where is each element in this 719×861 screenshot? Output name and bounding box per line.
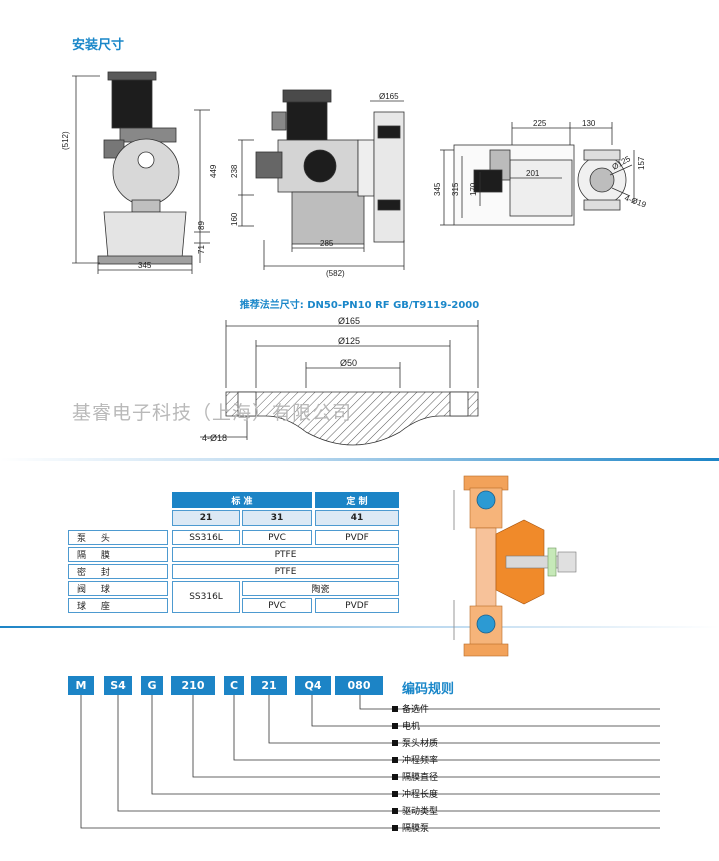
pump-head-cross-section (453, 475, 577, 657)
flange-bolt-holes: 4-Ø18 (202, 433, 227, 443)
cell-valve-ball-ss316l: SS316L (172, 581, 240, 613)
dim-front-height-71: 71 (197, 245, 206, 254)
code-q4: Q4 (295, 676, 331, 695)
front-view-drawing (97, 71, 193, 265)
legend-bullet (392, 756, 398, 763)
dim-side-width-285: 285 (320, 239, 334, 248)
cell-pump-head-21: SS316L (172, 530, 240, 545)
code-210: 210 (171, 676, 215, 695)
side-view-drawing (255, 89, 405, 245)
flange-dim-125: Ø125 (338, 336, 360, 346)
legend-bullet (392, 824, 398, 831)
code-g: G (141, 676, 163, 695)
subheader-21: 21 (172, 510, 240, 526)
legend-stroke-length: 冲程长度 (392, 787, 438, 800)
top-view-drawing (453, 144, 627, 226)
dim-top-width-130: 130 (582, 119, 596, 128)
dim-top-bolt-holes: 4-Ø19 (623, 193, 647, 209)
legend-diaphragm-diameter: 隔膜直径 (392, 770, 438, 783)
code-21: 21 (251, 676, 287, 695)
dim-top-width-225: 225 (533, 119, 547, 128)
dim-top-height-315: 315 (451, 182, 460, 196)
dim-top-width-201: 201 (526, 169, 540, 178)
header-custom: 定 制 (315, 492, 399, 508)
dim-top-height-157: 157 (637, 156, 646, 170)
legend-optional-parts: 备选件 (392, 702, 429, 715)
flange-dim-165: Ø165 (338, 316, 360, 326)
legend-bullet (392, 807, 398, 814)
legend-pump-head-material: 泵头材质 (392, 736, 438, 749)
subheader-31: 31 (242, 510, 312, 526)
legend-bullet (392, 705, 398, 712)
legend-bullet (392, 773, 398, 780)
flange-drawing: Ø165 Ø125 Ø50 4-Ø18 (200, 316, 479, 446)
cell-ball-seat-41: PVDF (315, 598, 399, 613)
row-label-valve-ball: 阀 球 (68, 581, 168, 596)
dim-side-diameter-165: Ø165 (379, 92, 399, 101)
legend-diaphragm-pump: 隔膜泵 (392, 821, 429, 834)
flange-dim-50: Ø50 (340, 358, 357, 368)
coding-rule-title: 编码规则 (402, 682, 455, 697)
cell-valve-ball-ceramic: 陶瓷 (242, 581, 399, 596)
cell-diaphragm: PTFE (172, 547, 399, 562)
section-divider-top (0, 458, 719, 461)
dim-top-height-345: 345 (433, 182, 442, 196)
section-title: 安装尺寸 (72, 38, 125, 53)
coding-leader-lines (80, 695, 660, 829)
section-divider-bottom (0, 626, 719, 628)
cell-seal: PTFE (172, 564, 399, 579)
legend-drive-type: 驱动类型 (392, 804, 438, 817)
row-label-diaphragm: 隔 膜 (68, 547, 168, 562)
code-s4: S4 (104, 676, 132, 695)
legend-motor: 电机 (392, 719, 420, 732)
dim-front-height-449: 449 (209, 164, 218, 178)
company-watermark: 基睿电子科技（上海）有限公司 (72, 402, 353, 424)
dim-side-height-238: 238 (230, 164, 239, 178)
code-c: C (224, 676, 244, 695)
subheader-41: 41 (315, 510, 399, 526)
cell-ball-seat-31: PVC (242, 598, 312, 613)
dim-top-height-170: 170 (469, 182, 478, 196)
installation-drawings: (512) 449 89 71 345 Ø165 238 160 285 (58… (61, 71, 648, 278)
code-m: M (68, 676, 94, 695)
legend-bullet (392, 722, 398, 729)
code-080: 080 (335, 676, 383, 695)
header-standard: 标 准 (172, 492, 312, 508)
row-label-pump-head: 泵 头 (68, 530, 168, 545)
row-label-ball-seat: 球 座 (68, 598, 168, 613)
cell-pump-head-41: PVDF (315, 530, 399, 545)
dim-front-width-345: 345 (138, 261, 152, 270)
dim-front-height-512: (512) (61, 131, 70, 150)
legend-stroke-frequency: 冲程频率 (392, 753, 438, 766)
flange-title: 推荐法兰尺寸: DN50-PN10 RF GB/T9119-2000 (239, 300, 480, 311)
legend-bullet (392, 739, 398, 746)
legend-bullet (392, 790, 398, 797)
dim-side-width-582: (582) (326, 269, 345, 278)
dim-side-height-160: 160 (230, 212, 239, 226)
cell-pump-head-31: PVC (242, 530, 312, 545)
row-label-seal: 密 封 (68, 564, 168, 579)
dim-front-height-89: 89 (197, 221, 206, 230)
